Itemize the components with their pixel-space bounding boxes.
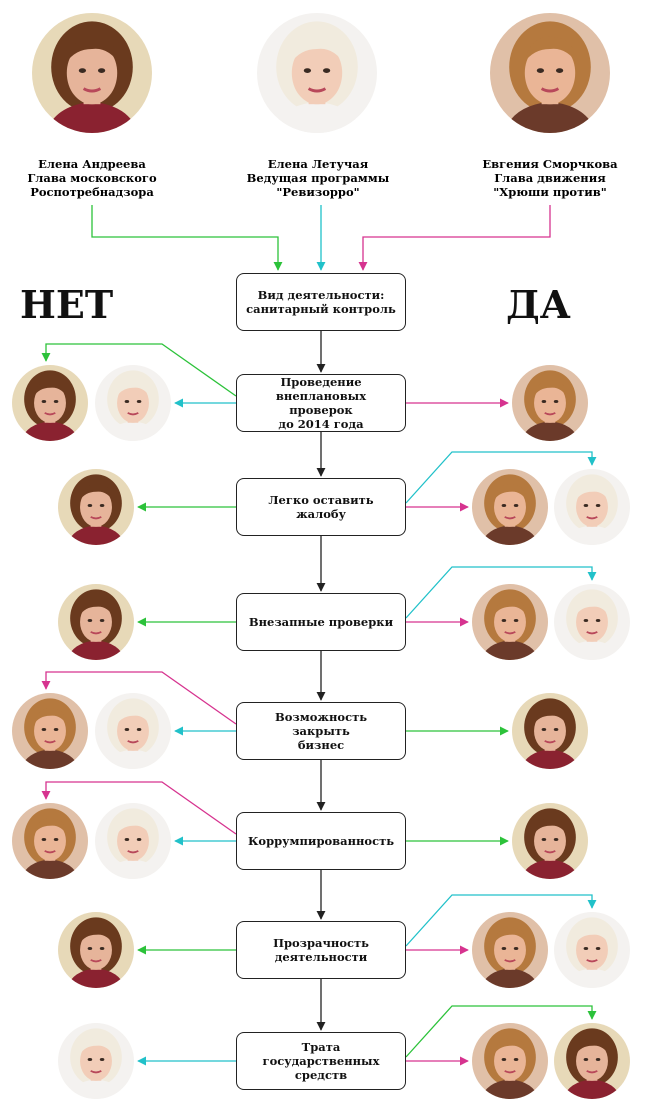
branch-step3-yes-letuchaya xyxy=(405,566,597,619)
branch-step7-yes-andreeva xyxy=(405,1005,597,1058)
avatar-step4-no-smorchkova xyxy=(12,693,88,769)
avatar-step1-no-andreeva xyxy=(12,365,88,441)
connector-top-smorchkova xyxy=(358,205,551,271)
avatar-step2-yes-smorchkova xyxy=(472,469,548,545)
avatar-step1-yes-smorchkova xyxy=(512,365,588,441)
branch-step4-no-smorchkova xyxy=(41,671,237,725)
avatar-step2-yes-letuchaya xyxy=(554,469,630,545)
step-label-0: Вид деятельности: санитарный контроль xyxy=(246,288,396,316)
avatar-step1-no-letuchaya xyxy=(95,365,171,441)
avatar-top-smorchkova xyxy=(490,13,610,133)
avatar-step5-no-smorchkova xyxy=(12,803,88,879)
step-label-6: Прозрачность деятельности xyxy=(273,936,369,964)
avatar-top-andreeva xyxy=(32,13,152,133)
branch-step1-no-andreeva xyxy=(41,343,237,397)
step-label-3: Внезапные проверки xyxy=(248,615,394,629)
branch-step2-yes-letuchaya xyxy=(405,451,597,504)
step-label-7: Трата государственных средств xyxy=(262,1040,380,1082)
no-heading: НЕТ xyxy=(20,282,114,327)
person-label-andreeva-text: Елена Андреева Глава московского Роспотр… xyxy=(27,157,157,199)
person-label-letuchaya: Елена Летучая Ведущая программы "Ревизор… xyxy=(218,157,418,199)
branch-step6-yes-letuchaya xyxy=(405,894,597,947)
avatar-step7-yes-andreeva xyxy=(554,1023,630,1099)
step-box-5: Коррумпированность xyxy=(236,812,406,870)
step-label-4: Возможность закрыть бизнес xyxy=(274,710,368,752)
step-box-6: Прозрачность деятельности xyxy=(236,921,406,979)
avatar-step7-no-letuchaya xyxy=(58,1023,134,1099)
step-box-2: Легко оставить жалобу xyxy=(236,478,406,536)
yes-heading: ДА xyxy=(506,282,571,327)
avatar-step5-no-letuchaya xyxy=(95,803,171,879)
person-label-andreeva: Елена Андреева Глава московского Роспотр… xyxy=(0,157,192,199)
avatar-step5-yes-andreeva xyxy=(512,803,588,879)
avatar-step3-no-andreeva xyxy=(58,584,134,660)
connector-top-andreeva xyxy=(91,205,283,271)
branch-step5-no-smorchkova xyxy=(41,781,237,835)
step-box-3: Внезапные проверки xyxy=(236,593,406,651)
avatar-step2-no-andreeva xyxy=(58,469,134,545)
step-box-7: Трата государственных средств xyxy=(236,1032,406,1090)
person-label-smorchkova-text: Евгения Сморчкова Глава движения "Хрюши … xyxy=(482,157,618,199)
step-label-2: Легко оставить жалобу xyxy=(268,493,374,521)
step-label-1: Проведение внеплановых проверок до 2014 … xyxy=(275,375,367,431)
avatar-step3-yes-letuchaya xyxy=(554,584,630,660)
connector-lines xyxy=(41,205,597,1066)
person-label-smorchkova: Евгения Сморчкова Глава движения "Хрюши … xyxy=(450,157,646,199)
step-box-0: Вид деятельности: санитарный контроль xyxy=(236,273,406,331)
step-box-1: Проведение внеплановых проверок до 2014 … xyxy=(236,374,406,432)
avatar-step4-no-letuchaya xyxy=(95,693,171,769)
step-label-5: Коррумпированность xyxy=(247,834,395,848)
avatar-step7-yes-smorchkova xyxy=(472,1023,548,1099)
avatar-step6-yes-letuchaya xyxy=(554,912,630,988)
step-box-4: Возможность закрыть бизнес xyxy=(236,702,406,760)
avatar-step4-yes-andreeva xyxy=(512,693,588,769)
avatar-step3-yes-smorchkova xyxy=(472,584,548,660)
avatar-step6-yes-smorchkova xyxy=(472,912,548,988)
person-label-letuchaya-text: Елена Летучая Ведущая программы "Ревизор… xyxy=(246,157,390,199)
avatar-step6-no-andreeva xyxy=(58,912,134,988)
avatar-top-letuchaya xyxy=(257,13,377,133)
